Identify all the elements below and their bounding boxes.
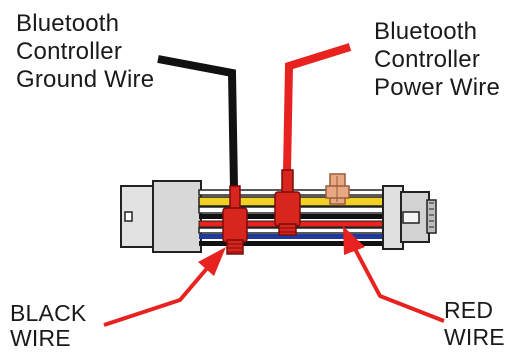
red-wire-arrow — [343, 226, 445, 323]
power-tap-connector — [274, 169, 301, 236]
black-wire-label-line-1: BLACK — [10, 300, 87, 326]
ground-wire-label-line-2: Controller — [16, 38, 123, 65]
ground-wire-label-line-3: Ground Wire — [16, 66, 155, 93]
ground-tap-connector — [222, 185, 248, 255]
red-wire-label: RED WIRE — [444, 297, 505, 351]
left-connector-housing — [120, 180, 202, 253]
red-wire-label-line-2: WIRE — [444, 324, 505, 350]
power-wire-label-line-1: Bluetooth — [374, 18, 478, 45]
ground-wire-label-line-1: Bluetooth — [16, 10, 120, 37]
power-wire-label: Bluetooth Controller Power Wire — [374, 18, 500, 102]
black-wire-label-line-2: WIRE — [10, 325, 71, 351]
power-lead-wire — [283, 43, 352, 173]
black-wire-arrow — [103, 247, 226, 327]
right-connector-housing — [382, 185, 437, 250]
tan-connector — [325, 173, 350, 205]
black-wire-label: BLACK WIRE — [10, 301, 86, 351]
power-wire-label-line-3: Power Wire — [374, 74, 501, 101]
ground-wire-label: Bluetooth Controller Ground Wire — [16, 10, 154, 94]
ground-lead-wire — [157, 55, 238, 189]
power-wire-label-line-2: Controller — [374, 46, 481, 73]
red-wire-label-line-1: RED — [444, 297, 494, 323]
